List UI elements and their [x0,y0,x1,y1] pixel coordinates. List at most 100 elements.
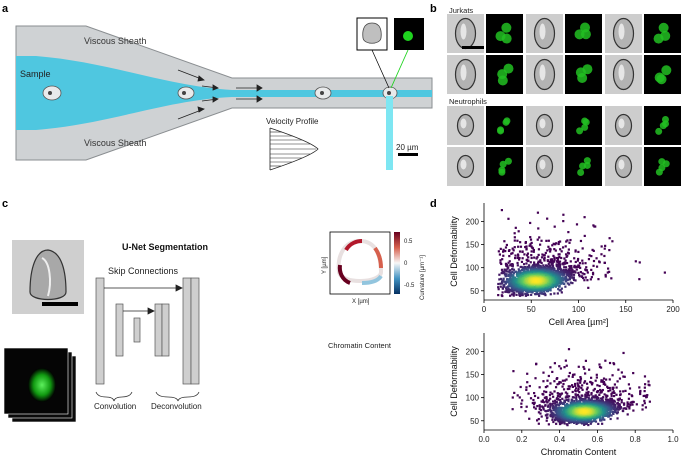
scatter-point [554,285,557,288]
scatter-point [557,253,560,256]
scatter-point [551,411,554,414]
scatter-point [526,279,529,282]
inset-fluor-spot [403,31,413,41]
scatter-point [533,406,536,409]
scatter-point [613,391,616,395]
scatter-point [532,248,535,252]
scatter-point [557,271,561,274]
scatter-point [601,422,604,425]
cell-highlight [618,118,625,129]
scatter-point [531,401,534,405]
scatter-point [503,240,506,243]
fluor-cell [28,368,56,402]
scatter-point [515,290,518,293]
cbar-label: Curvature [µm⁻¹] [420,255,426,300]
scatter-point [507,289,510,292]
panel-b-scalebar [462,46,484,49]
scatter-point [577,387,580,391]
scatter-point [521,294,524,297]
scatter-point [537,253,540,257]
scatter-point [512,294,515,297]
scatter-point [579,376,582,379]
scatter-point [528,277,531,281]
cbar-tick-2: -0.5 [404,283,415,289]
x-tick-label: 0.2 [516,435,528,444]
scatter-point [632,371,635,375]
scatter-point [511,268,514,271]
scatter-point [557,266,560,269]
scatter-point [639,390,642,394]
scatter-point [529,243,532,246]
scatter-point [521,399,524,402]
scatter-point [606,271,609,274]
scatter-point [514,288,518,291]
scatter-point [500,294,503,297]
scatter-point [512,284,515,288]
scatter-point [555,401,558,404]
scatter-point [571,276,574,279]
scatter-point [549,248,552,251]
scatter-point [516,256,519,260]
cell-highlight [460,159,467,170]
scatter-point [600,245,603,248]
y-axis-label: Cell Deformability [449,216,459,287]
scatter-point [520,283,523,287]
scatter-point [591,420,594,423]
scatter-point [567,275,570,278]
scatter-point [556,278,559,282]
y-tick-label: 100 [466,394,480,403]
scatter-point [579,239,583,243]
scatter-point [513,257,517,260]
scatter-point [566,274,569,277]
scatter-point [502,250,505,253]
scatter-point [570,272,573,276]
scatter-point [510,287,514,291]
scatter-point [512,292,516,295]
scatter-point [583,272,586,276]
scatter-point [518,250,522,253]
scatter-point [644,383,647,386]
scatter-point [551,418,554,421]
scatter-point [611,401,614,404]
scatter-point [583,381,586,384]
scatter-point [558,395,562,398]
scatter-point [595,373,598,376]
scatter-point [535,257,538,260]
scatter-point [511,283,514,286]
scatter-point [539,292,542,295]
scatter-point [605,394,608,397]
scatter-point [519,241,522,244]
scatter-point [558,412,562,415]
scatter-point [530,245,533,248]
scatter-point [609,397,612,400]
scatter-point [517,245,520,248]
scatter-point [549,366,552,369]
scatter-point [503,280,506,283]
scatter-point [551,267,554,270]
scatter-point [509,274,512,277]
scatter-point [564,259,567,262]
scatter-point [516,239,519,242]
scatter-point [571,384,574,387]
scatter-point [618,377,622,380]
scatter-point [608,248,611,252]
scatter-point [553,258,556,261]
cell-highlight [460,118,467,129]
scatter-point [561,279,564,282]
scatter-point [589,278,592,281]
cbar-tick-1: 0 [404,261,408,267]
scatter-point [529,236,532,239]
scatter-point [615,393,618,396]
scatter-point [606,385,609,388]
scatter-point [560,415,563,418]
scatter-point [561,379,564,382]
scatter-point [648,384,651,387]
scatter-point [568,371,571,375]
scatter-point [577,389,580,392]
scatter-point [610,277,613,280]
scatter-point [568,387,571,390]
scatter-point [577,257,580,261]
nucleus-spot [658,158,666,166]
scatter-point [555,406,558,409]
scatter-point [590,254,593,258]
